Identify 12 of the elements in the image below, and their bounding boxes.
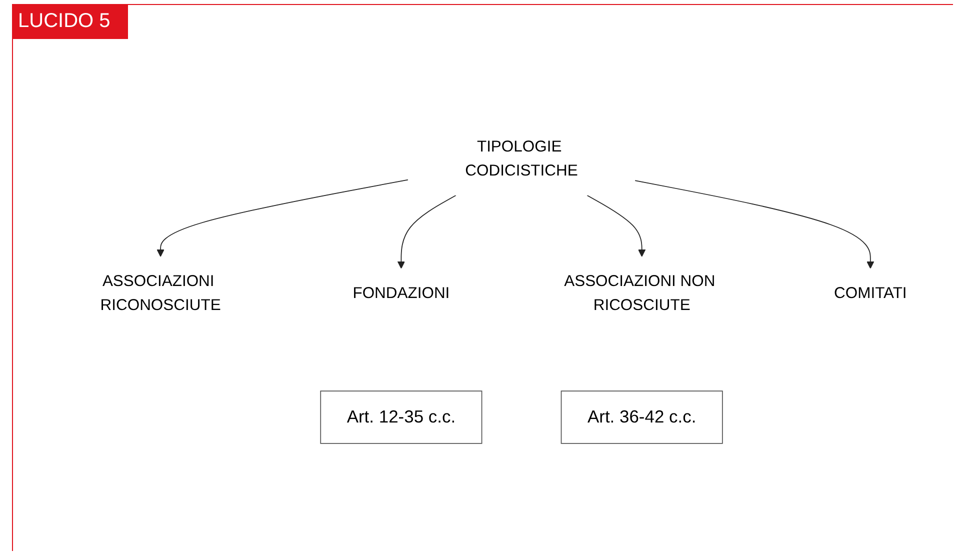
arrow xyxy=(634,180,874,268)
node-text: ASSOCIAZIONI NON RICOSCIUTE xyxy=(564,272,716,314)
node-text: ASSOCIAZIONI RICONOSCIUTE xyxy=(100,272,221,314)
arrow xyxy=(156,179,408,257)
arrow xyxy=(586,194,646,257)
node-box: Art. 12-35 c.c. xyxy=(320,390,482,444)
slide-tag: LUCIDO 5 xyxy=(12,4,128,39)
node-text: FONDAZIONI xyxy=(352,284,450,302)
arrow xyxy=(397,194,456,268)
node-text: TIPOLOGIE CODICISTICHE xyxy=(465,137,578,179)
node-box: Art. 36-42 c.c. xyxy=(560,390,723,444)
node-text: COMITATI xyxy=(834,284,907,302)
